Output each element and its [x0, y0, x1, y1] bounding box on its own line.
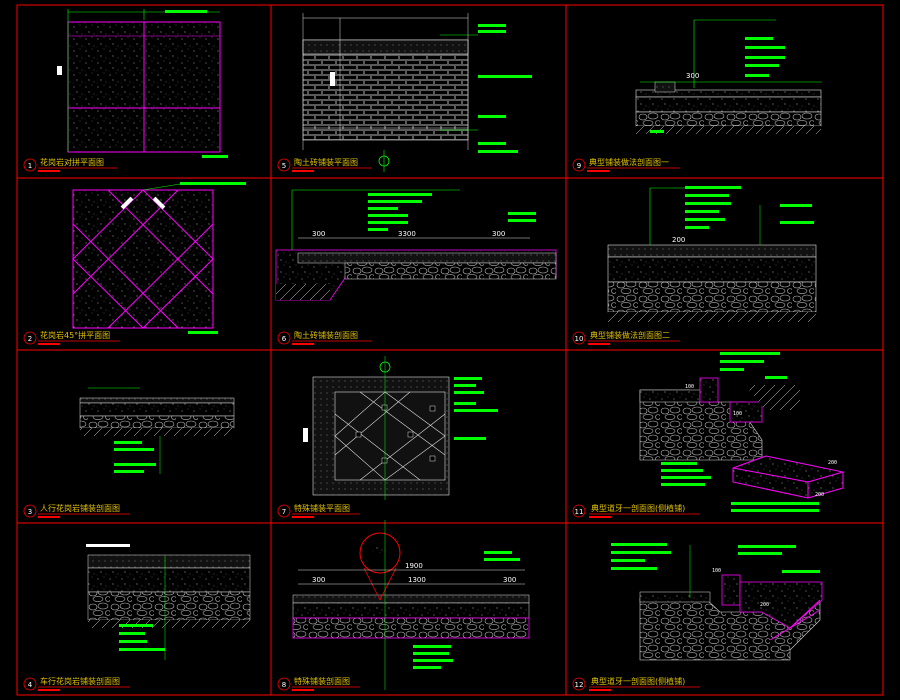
p12-dim-b: 200: [760, 602, 769, 608]
p6-dim-left: 300: [312, 230, 325, 238]
p8-dim-total: 1900: [405, 562, 423, 570]
p8-dim-right: 300: [503, 576, 516, 584]
title-text: 典型道牙一剖面图(侧植铺): [591, 503, 685, 513]
panel-1-granite-plan: [57, 9, 228, 158]
title-num: 6: [282, 335, 287, 343]
panel-titles: 1 花岗岩对拼平面图 5 陶土砖铺装平面图 9 典型铺装做法剖面图一 2 花岗岩…: [23, 157, 700, 691]
title-panel-10: 10 典型铺装做法剖面图二: [572, 330, 680, 345]
p11-dim-d: 200: [828, 460, 837, 466]
panel-7-special-plan: [303, 356, 498, 500]
panel-5-brick-plan: [302, 13, 532, 172]
title-num: 3: [28, 508, 32, 516]
panel-10-section: 200: [607, 186, 817, 322]
title-num: 1: [28, 162, 32, 170]
p9-dim-top: 300: [686, 72, 699, 80]
title-text: 典型道牙一剖面图(侧植铺): [591, 676, 685, 686]
title-panel-6: 6 陶土砖铺装剖面图: [277, 330, 372, 345]
panel-8-special-section: 1900 300 1300 300: [292, 520, 530, 690]
title-panel-1: 1 花岗岩对拼平面图: [23, 157, 118, 172]
p6-dim-right: 300: [492, 230, 505, 238]
sheet-frame: [16, 4, 884, 696]
p11-dim-c: 200: [815, 492, 824, 498]
title-num: 7: [282, 508, 286, 516]
panel-12-curb-section: 100 200: [611, 543, 823, 661]
p11-dim-a: 100: [685, 384, 694, 390]
title-num: 2: [28, 335, 32, 343]
title-text: 花岗岩对拼平面图: [40, 157, 104, 167]
title-text: 人行花岗岩铺装剖面图: [40, 503, 120, 513]
title-panel-4: 4 车行花岗岩铺装剖面图: [23, 676, 130, 691]
p8-dim-mid: 1300: [408, 576, 426, 584]
title-text: 典型铺装做法剖面图二: [590, 330, 670, 340]
title-panel-2: 2 花岗岩45°拼平面图: [23, 330, 120, 345]
title-text: 花岗岩45°拼平面图: [40, 330, 110, 340]
title-panel-7: 7 特殊铺装平面图: [277, 503, 360, 518]
p10-dim-top: 200: [672, 236, 685, 244]
title-panel-5: 5 陶土砖铺装平面图: [277, 157, 372, 172]
title-panel-9: 9 典型铺装做法剖面图一: [572, 157, 680, 172]
title-num: 5: [282, 162, 286, 170]
panel-9-section: 300: [635, 19, 822, 134]
panel-3-section: [79, 387, 235, 474]
title-panel-3: 3 人行花岗岩铺装剖面图: [23, 503, 130, 518]
panel-6-brick-section: 300 3300 300: [275, 189, 557, 301]
title-num: 10: [575, 335, 584, 343]
panel-4-section: [86, 544, 251, 660]
title-num: 4: [28, 681, 33, 689]
title-text: 车行花岗岩铺装剖面图: [40, 676, 120, 686]
title-num: 11: [575, 508, 584, 516]
title-text: 特殊铺装剖面图: [294, 676, 350, 686]
title-panel-11: 11 典型道牙一剖面图(侧植铺): [572, 503, 700, 518]
panel-2-granite45-plan: [72, 182, 246, 334]
title-text: 典型铺装做法剖面图一: [589, 157, 669, 167]
title-panel-8: 8 特殊铺装剖面图: [277, 676, 360, 691]
p11-dim-b: 100: [733, 411, 742, 417]
title-text: 陶土砖铺装平面图: [294, 157, 358, 167]
panel-11-curb-section: 100 100 200 200: [639, 352, 844, 512]
p12-dim-a: 100: [712, 568, 721, 574]
title-text: 陶土砖铺装剖面图: [294, 330, 358, 340]
title-num: 12: [575, 681, 584, 689]
p6-dim-mid: 3300: [398, 230, 416, 238]
title-panel-12: 12 典型道牙一剖面图(侧植铺): [572, 676, 700, 691]
title-text: 特殊铺装平面图: [294, 503, 350, 513]
title-num: 8: [282, 681, 286, 689]
p8-dim-left: 300: [312, 576, 325, 584]
title-num: 9: [577, 162, 581, 170]
